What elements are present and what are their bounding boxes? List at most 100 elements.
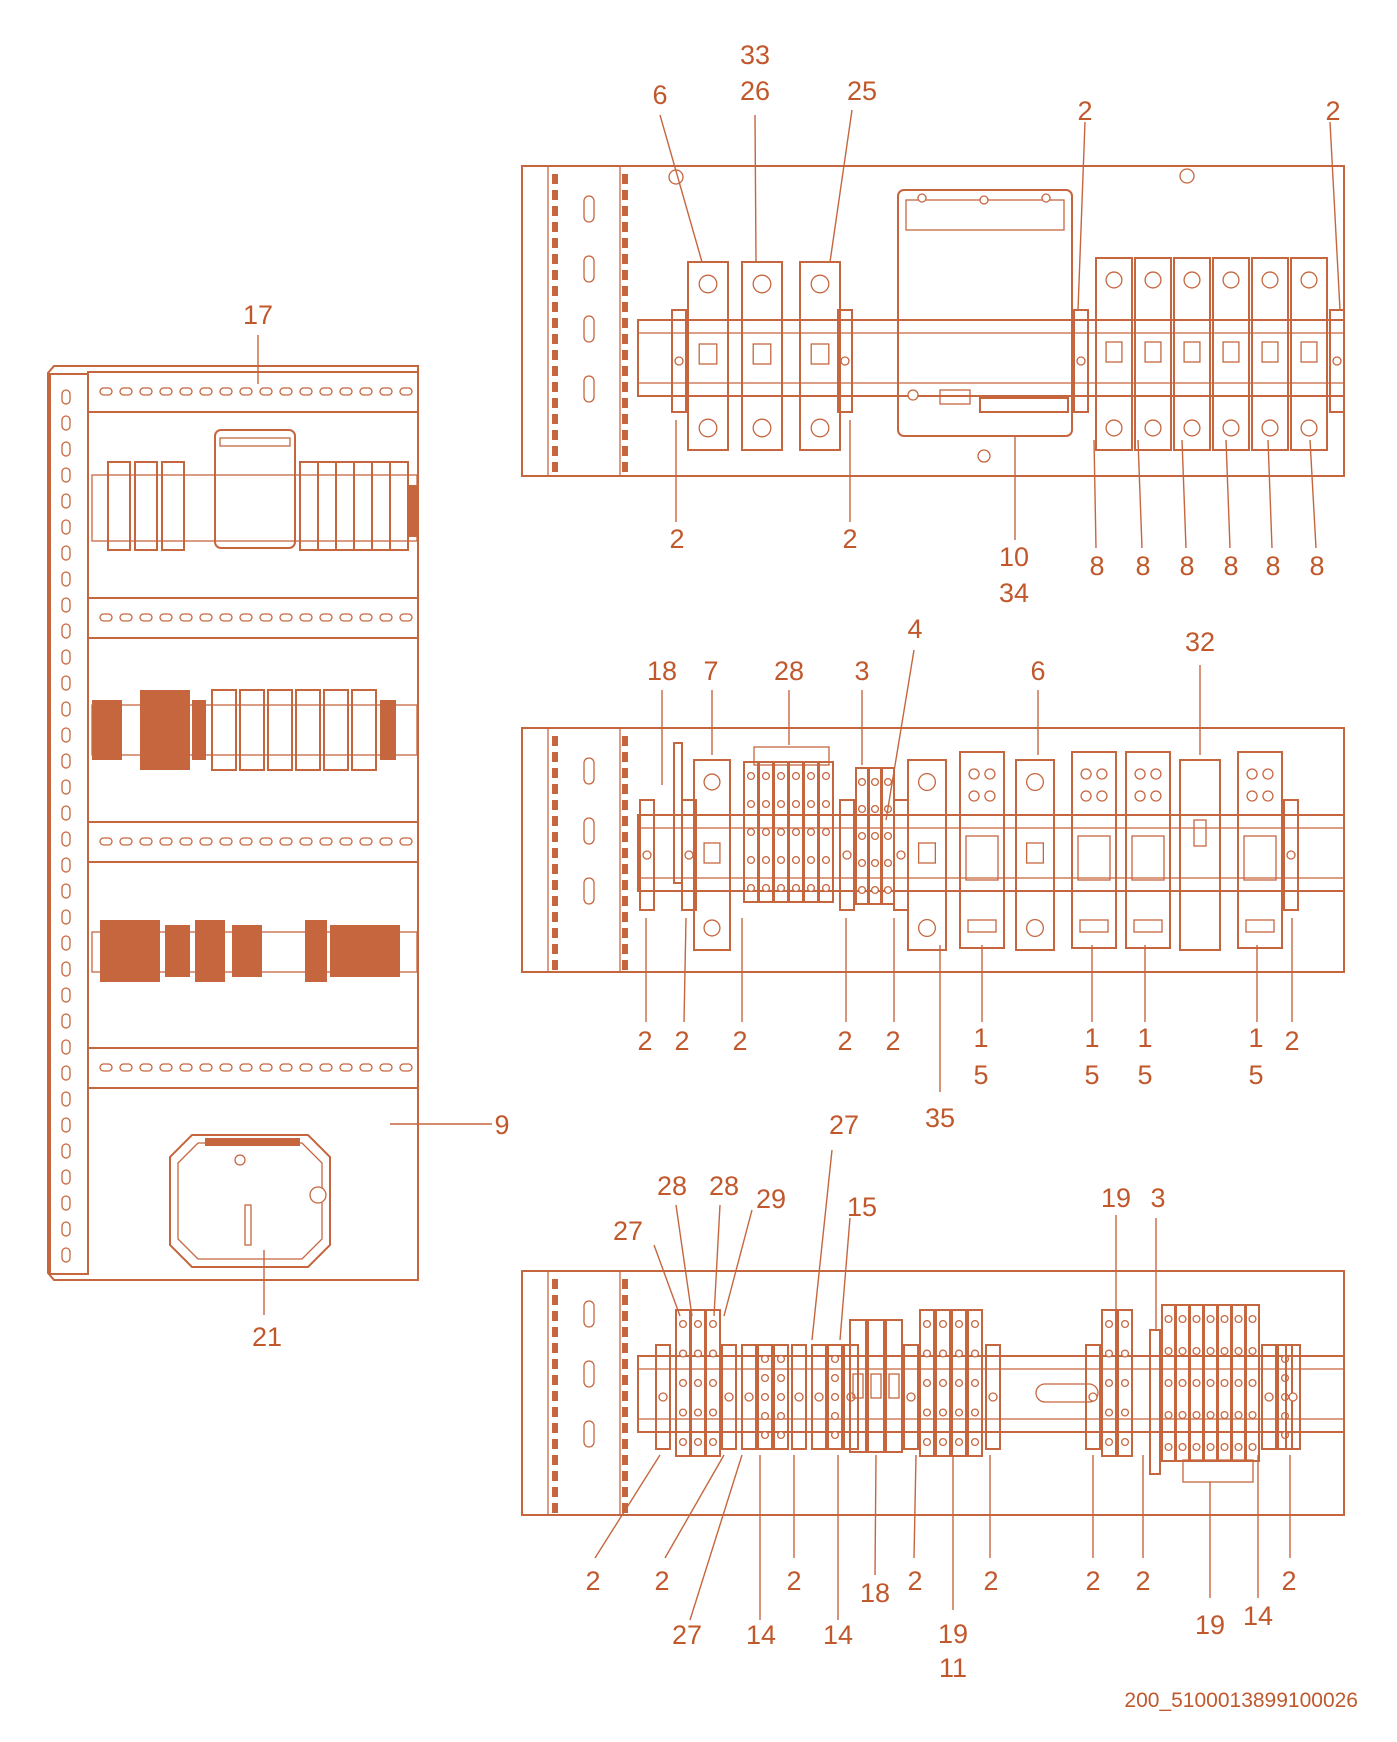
leader-lines xyxy=(257,109,1341,1621)
upright-slot xyxy=(552,1439,558,1449)
terminal-screw xyxy=(970,1349,980,1358)
callout-34: 34 xyxy=(999,578,1029,608)
upright-slot xyxy=(552,254,558,264)
rail-slot xyxy=(159,837,173,846)
callout-8: 8 xyxy=(1265,551,1280,581)
upright-slot xyxy=(552,382,558,392)
relay-body xyxy=(1077,835,1111,881)
terminal-screw xyxy=(857,885,867,895)
upright-slot xyxy=(552,446,558,456)
rail-slot xyxy=(399,387,413,396)
end-clamp xyxy=(1283,799,1299,911)
upright-slot xyxy=(622,462,628,472)
terminal-screw xyxy=(746,827,756,837)
breaker-terminal xyxy=(1261,419,1279,437)
end-clamp xyxy=(671,309,687,413)
terminal-screw xyxy=(1234,1314,1243,1324)
relay-screw xyxy=(1150,768,1162,780)
terminal-screw xyxy=(870,831,880,841)
terminal-screw xyxy=(1248,1442,1257,1452)
upright-slot xyxy=(552,270,558,280)
upright-slot xyxy=(61,1091,71,1107)
callout-2: 2 xyxy=(1325,96,1340,126)
upright-slot xyxy=(552,784,558,794)
terminal-screw xyxy=(1234,1442,1243,1452)
upright-slot xyxy=(552,736,558,746)
clamp-screw xyxy=(794,1392,804,1402)
rail-2-view xyxy=(521,727,1345,973)
terminal-screw xyxy=(760,1430,770,1440)
end-clamp xyxy=(639,799,655,911)
terminal-screw xyxy=(857,831,867,841)
relay-screw xyxy=(1096,790,1108,802)
clamp-screw xyxy=(1076,356,1086,366)
terminal-screw xyxy=(760,1354,770,1364)
relay-screw xyxy=(1246,790,1258,802)
upright-slot xyxy=(622,446,628,456)
callout-19: 19 xyxy=(1195,1610,1225,1640)
callout-19: 19 xyxy=(1101,1183,1131,1213)
upright-slot xyxy=(552,190,558,200)
upright-slot xyxy=(552,1375,558,1385)
terminal-screw xyxy=(1220,1346,1229,1356)
terminal-screw xyxy=(760,1373,770,1383)
callout-8: 8 xyxy=(1089,551,1104,581)
end-clamp xyxy=(721,1344,737,1450)
terminal-screw xyxy=(970,1408,980,1417)
terminal-screw xyxy=(938,1319,948,1329)
upright-slot xyxy=(61,493,71,509)
terminal-screw xyxy=(1178,1442,1187,1452)
upright-hole xyxy=(583,757,595,785)
callout-4: 4 xyxy=(907,614,922,644)
upright-slot xyxy=(552,174,558,184)
rail-slot xyxy=(259,613,273,622)
end-clamp xyxy=(837,309,853,413)
rail-slot xyxy=(339,613,353,622)
rail-slot xyxy=(399,1063,413,1072)
terminal-screw xyxy=(922,1378,932,1388)
terminal-screw xyxy=(693,1408,703,1417)
callout-27: 27 xyxy=(829,1110,859,1140)
timer-module xyxy=(1179,759,1221,951)
fuse xyxy=(852,1373,864,1399)
upright-hole xyxy=(583,817,595,845)
terminal-screw xyxy=(938,1349,948,1358)
upright-slot xyxy=(552,768,558,778)
upright-slot xyxy=(61,1013,71,1029)
terminal-screw xyxy=(857,777,867,787)
terminal-screw xyxy=(693,1319,703,1329)
upright-slot xyxy=(622,800,628,810)
terminal-screw xyxy=(761,827,771,837)
breaker-lever xyxy=(1222,341,1240,363)
terminal-screw xyxy=(776,1411,786,1421)
clamp-screw xyxy=(906,1392,916,1402)
upright-slot xyxy=(622,398,628,408)
callout-14: 14 xyxy=(823,1620,853,1650)
rail-slot xyxy=(359,387,373,396)
breaker-terminal xyxy=(752,274,772,294)
callout-5: 5 xyxy=(1248,1060,1263,1090)
callout-18: 18 xyxy=(860,1578,890,1608)
rail-slot xyxy=(99,613,113,622)
callout-2: 2 xyxy=(1284,1026,1299,1056)
clamp-screw xyxy=(674,356,684,366)
upright-slot xyxy=(552,1327,558,1337)
terminal-screw xyxy=(1178,1410,1187,1420)
terminal-screw xyxy=(1192,1410,1201,1420)
power-supply xyxy=(897,189,1073,463)
breaker-lever xyxy=(1261,341,1279,363)
upright-slot xyxy=(552,864,558,874)
callout-11: 11 xyxy=(939,1653,967,1683)
upright-slot xyxy=(61,831,71,847)
terminal-screw xyxy=(1104,1349,1114,1358)
upright-hole xyxy=(583,255,595,283)
rail-slot xyxy=(359,837,373,846)
callout-3: 3 xyxy=(854,656,869,686)
upright-slot xyxy=(552,912,558,922)
upright-slot xyxy=(61,467,71,483)
terminal-screw xyxy=(970,1437,980,1447)
upright-slot xyxy=(622,1279,628,1289)
upright-slot xyxy=(61,389,71,405)
breaker xyxy=(1095,257,1133,451)
upright-slot xyxy=(552,1343,558,1353)
